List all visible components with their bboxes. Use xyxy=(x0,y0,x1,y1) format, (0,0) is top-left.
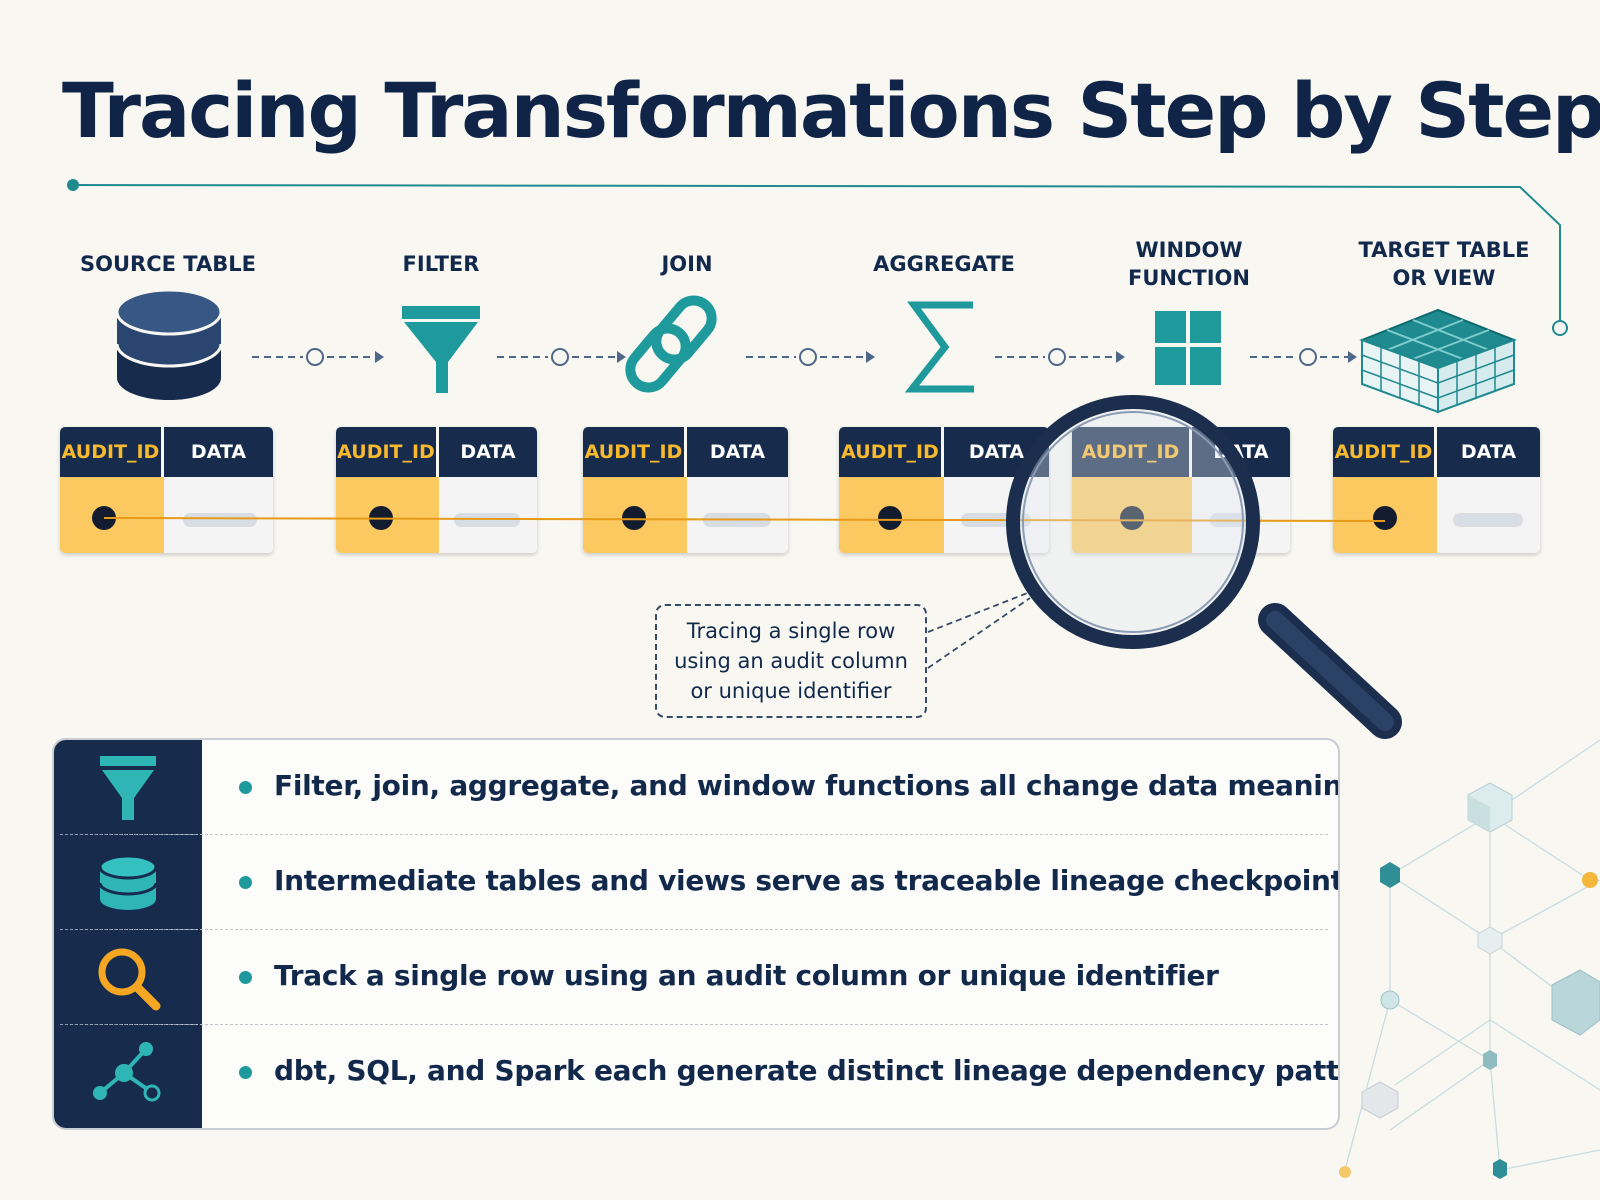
connector-4 xyxy=(995,348,1125,366)
rail-divider xyxy=(60,1024,196,1025)
bullet xyxy=(239,1066,252,1079)
database-icon xyxy=(115,288,223,400)
traced-row-dot xyxy=(369,506,393,530)
stage-table-source: AUDIT_ID DATA xyxy=(60,427,273,553)
data-placeholder xyxy=(703,513,771,527)
callout-line-2: using an audit column xyxy=(674,649,908,673)
data-placeholder xyxy=(961,513,1031,527)
traced-row-dot xyxy=(878,506,902,530)
rail-divider xyxy=(60,929,196,930)
key-point-text: Intermediate tables and views serve as t… xyxy=(274,864,1340,897)
data-placeholder xyxy=(1453,513,1523,527)
key-point-row: dbt, SQL, and Spark each generate distin… xyxy=(54,1025,1338,1120)
stage-label-join: JOIN xyxy=(661,252,713,276)
row-divider xyxy=(60,834,1328,835)
connector-5 xyxy=(1250,348,1357,366)
stage-table-join: AUDIT_ID DATA xyxy=(583,427,788,553)
stage-label-filter: FILTER xyxy=(402,252,480,276)
key-point-text: Filter, join, aggregate, and window func… xyxy=(274,769,1340,802)
trace-callout: Tracing a single row using an audit colu… xyxy=(655,604,927,718)
key-points-panel: Filter, join, aggregate, and window func… xyxy=(52,738,1340,1130)
traced-row-dot xyxy=(1120,506,1144,530)
connector-3 xyxy=(746,348,875,366)
callout-pointer xyxy=(927,591,1031,669)
page-title: Tracing Transformations Step by Step xyxy=(62,66,1600,155)
lattice-cubes xyxy=(1339,782,1600,1179)
table-cube-icon xyxy=(1359,308,1517,414)
chain-link-icon xyxy=(625,295,717,393)
data-header: DATA xyxy=(1437,427,1540,477)
key-point-row: Filter, join, aggregate, and window func… xyxy=(54,740,1338,835)
connector-2 xyxy=(497,348,626,366)
magnifier-icon xyxy=(98,948,161,1011)
header-rule xyxy=(67,179,1568,336)
audit-id-header: AUDIT_ID xyxy=(60,427,164,477)
stage-table-target: AUDIT_ID DATA xyxy=(1333,427,1540,553)
data-header: DATA xyxy=(439,427,537,477)
bullet xyxy=(239,971,252,984)
data-placeholder xyxy=(454,513,520,527)
row-divider xyxy=(60,929,1328,930)
key-point-text: Track a single row using an audit column… xyxy=(274,959,1219,992)
key-point-row: Intermediate tables and views serve as t… xyxy=(54,835,1338,930)
connector-1 xyxy=(252,348,384,366)
key-point-row: Track a single row using an audit column… xyxy=(54,930,1338,1025)
data-header: DATA xyxy=(687,427,788,477)
audit-id-header: AUDIT_ID xyxy=(839,427,944,477)
data-header: DATA xyxy=(164,427,273,477)
stage-label-window: WINDOW FUNCTION xyxy=(1128,238,1250,290)
funnel-icon xyxy=(100,756,156,820)
stage-table-aggregate: AUDIT_ID DATA xyxy=(839,427,1049,553)
bullet xyxy=(239,781,252,794)
traced-row-dot xyxy=(1373,506,1397,530)
stage-table-window: AUDIT_ID DATA xyxy=(1072,427,1290,553)
audit-id-header: AUDIT_ID xyxy=(583,427,687,477)
stage-label-aggregate: AGGREGATE xyxy=(873,252,1015,276)
rail-divider xyxy=(60,834,196,835)
network-nodes-icon xyxy=(93,1042,161,1102)
traced-row-dot xyxy=(622,506,646,530)
audit-id-header: AUDIT_ID xyxy=(1333,427,1437,477)
row-divider xyxy=(60,1024,1328,1025)
stage-table-filter: AUDIT_ID DATA xyxy=(336,427,537,553)
stage-label-source: SOURCE TABLE xyxy=(80,252,256,276)
database-icon xyxy=(98,854,158,910)
sigma-icon xyxy=(904,301,974,393)
traced-row-dot xyxy=(92,506,116,530)
data-placeholder xyxy=(1210,513,1262,527)
funnel-icon xyxy=(402,306,480,393)
audit-id-header: AUDIT_ID xyxy=(1072,427,1192,477)
stage-label-target: TARGET TABLE OR VIEW xyxy=(1358,238,1530,290)
stage-connectors xyxy=(252,348,1357,366)
bullet xyxy=(239,876,252,889)
callout-line-3: or unique identifier xyxy=(690,679,892,703)
audit-id-header: AUDIT_ID xyxy=(336,427,439,477)
window-grid-icon xyxy=(1155,311,1221,385)
key-point-text: dbt, SQL, and Spark each generate distin… xyxy=(274,1054,1340,1087)
callout-line-1: Tracing a single row xyxy=(686,619,896,643)
data-header: DATA xyxy=(1192,427,1290,477)
data-placeholder xyxy=(183,513,257,527)
data-header: DATA xyxy=(944,427,1049,477)
